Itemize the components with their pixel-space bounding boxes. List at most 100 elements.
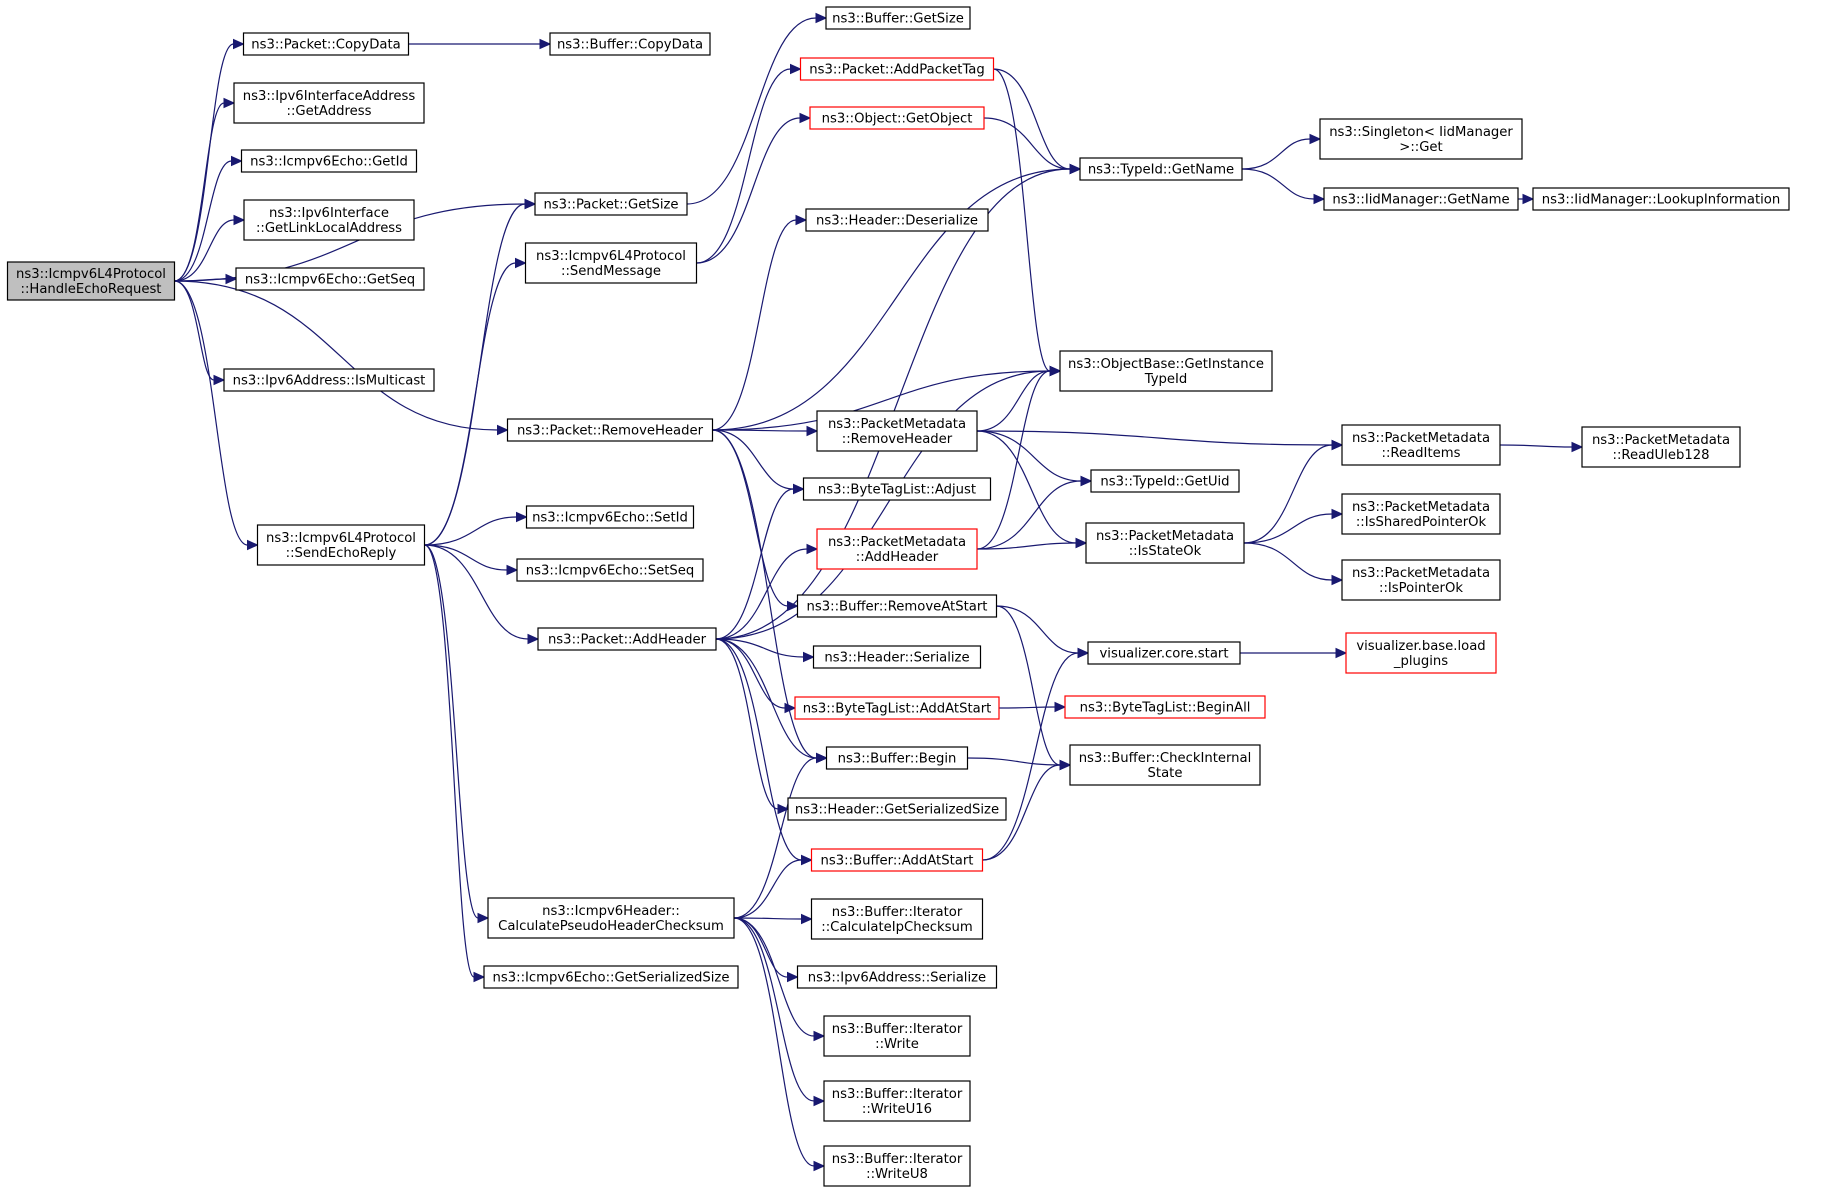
node-pm-removeheader[interactable]: ns3::PacketMetadata::RemoveHeader — [816, 410, 978, 452]
node-singleton-get[interactable]: ns3::Singleton< IidManager>::Get — [1319, 118, 1523, 160]
node-label: ::IsSharedPointerOk — [1356, 515, 1487, 530]
node-box — [1581, 426, 1741, 468]
node-label: ns3::Buffer::RemoveAtStart — [807, 600, 988, 615]
node-ipv6addr-ismulticast[interactable]: ns3::Ipv6Address::IsMulticast — [223, 368, 435, 392]
node-pkt-copydata[interactable]: ns3::Packet::CopyData — [242, 32, 410, 56]
node-buf-getsize[interactable]: ns3::Buffer::GetSize — [825, 6, 971, 30]
edge-line — [424, 544, 479, 919]
node-pm-readuleb128[interactable]: ns3::PacketMetadata::ReadUleb128 — [1581, 426, 1741, 468]
node-typeid-getuid[interactable]: ns3::TypeId::GetUid — [1090, 469, 1240, 493]
node-pm-ispointerok[interactable]: ns3::PacketMetadata::IsPointerOk — [1341, 559, 1501, 601]
node-pm-issharedpointerok[interactable]: ns3::PacketMetadata::IsSharedPointerOk — [1341, 493, 1501, 535]
node-buf-copydata[interactable]: ns3::Buffer::CopyData — [549, 32, 711, 56]
edge-line — [424, 544, 475, 978]
node-box — [240, 149, 418, 173]
arrow-head-icon — [787, 971, 799, 983]
node-buf-removeatstart[interactable]: ns3::Buffer::RemoveAtStart — [796, 594, 998, 618]
node-label: ns3::Icmpv6L4Protocol — [16, 267, 166, 282]
node-btl-beginall[interactable]: ns3::ByteTagList::BeginAll — [1064, 695, 1266, 719]
node-label: ::ReadItems — [1382, 446, 1461, 461]
arrow-head-icon — [1522, 193, 1535, 205]
node-viz-base-loadplugins[interactable]: visualizer.base.load_plugins — [1345, 632, 1497, 674]
node-label: ns3::Icmpv6Echo::GetId — [250, 155, 408, 170]
node-box — [223, 368, 435, 392]
arrow-head-icon — [1313, 193, 1326, 205]
node-viz-core-start[interactable]: visualizer.core.start — [1087, 641, 1241, 665]
edge-line — [967, 757, 1061, 766]
edge-buf_addatstart-to-viz_core_start — [982, 647, 1090, 861]
node-label: ns3::Buffer::Iterator — [832, 905, 963, 920]
node-hdr-getserialsize[interactable]: ns3::Header::GetSerializedSize — [787, 797, 1007, 821]
node-typeid-getname[interactable]: ns3::TypeId::GetName — [1079, 157, 1243, 181]
node-label: ns3::Buffer::Iterator — [832, 1087, 963, 1102]
edge-pkt_removeheader-to-hdr_deserialize — [712, 214, 808, 431]
node-pm-readitems[interactable]: ns3::PacketMetadata::ReadItems — [1341, 424, 1501, 466]
node-echo-getseq[interactable]: ns3::Icmpv6Echo::GetSeq — [235, 267, 425, 291]
node-echo-setseq[interactable]: ns3::Icmpv6Echo::SetSeq — [516, 558, 704, 582]
node-btl-addatstart[interactable]: ns3::ByteTagList::AddAtStart — [794, 696, 1000, 720]
node-echo-getid[interactable]: ns3::Icmpv6Echo::GetId — [240, 149, 418, 173]
node-label: ns3::ByteTagList::BeginAll — [1080, 701, 1251, 716]
node-buf-addatstart[interactable]: ns3::Buffer::AddAtStart — [810, 848, 984, 872]
node-pkt-getsize[interactable]: ns3::Packet::GetSize — [534, 192, 688, 216]
node-bufit-writeu8[interactable]: ns3::Buffer::Iterator::WriteU8 — [823, 1145, 971, 1187]
node-pkt-removeheader[interactable]: ns3::Packet::RemoveHeader — [506, 418, 714, 442]
node-buf-begin[interactable]: ns3::Buffer::Begin — [825, 746, 969, 770]
arrow-head-icon — [1059, 759, 1072, 771]
node-box — [242, 32, 410, 56]
node-hdr-deserialize[interactable]: ns3::Header::Deserialize — [805, 208, 989, 232]
node-ipv6if-getlinklocal[interactable]: ns3::Ipv6Interface::GetLinkLocalAddress — [243, 199, 415, 241]
node-bufit-writeu16[interactable]: ns3::Buffer::Iterator::WriteU16 — [823, 1080, 971, 1122]
node-box — [1090, 469, 1240, 493]
node-bufit-write[interactable]: ns3::Buffer::Iterator::Write — [823, 1015, 971, 1057]
node-pm-addheader[interactable]: ns3::PacketMetadata::AddHeader — [816, 528, 978, 570]
edge-calcpseudo-to-bufit_writeu16 — [733, 917, 826, 1107]
arrow-head-icon — [815, 12, 828, 24]
node-iidmgr-getname[interactable]: ns3::IidManager::GetName — [1323, 187, 1519, 211]
node-calcpseudo[interactable]: ns3::Icmpv6Header::CalculatePseudoHeader… — [487, 897, 735, 939]
node-hdr-serialize[interactable]: ns3::Header::Serialize — [812, 645, 982, 669]
arrow-head-icon — [233, 214, 246, 226]
edge-pm_isstateok-to-pm_readitems — [1243, 439, 1344, 544]
node-box — [1341, 559, 1501, 601]
node-obj-getobject[interactable]: ns3::Object::GetObject — [809, 106, 985, 130]
node-box — [796, 965, 998, 989]
node-box — [1069, 744, 1261, 786]
edge-typeid_getname-to-singleton_get — [1241, 133, 1322, 170]
node-label: ns3::Buffer::CheckInternal — [1079, 751, 1252, 766]
node-btl-adjust[interactable]: ns3::ByteTagList::Adjust — [802, 477, 992, 501]
node-root[interactable]: ns3::Icmpv6L4Protocol::HandleEchoRequest — [6, 261, 176, 301]
node-label: ns3::IidManager::LookupInformation — [1542, 193, 1780, 208]
node-iidmgr-lookupinfo[interactable]: ns3::IidManager::LookupInformation — [1532, 187, 1790, 211]
node-ipv6ifaddr-getaddress[interactable]: ns3::Ipv6InterfaceAddress::GetAddress — [233, 82, 425, 124]
edge-sendechoreply-to-pkt_addheader — [424, 544, 540, 645]
node-pm-isstateok[interactable]: ns3::PacketMetadata::IsStateOk — [1085, 522, 1245, 564]
node-sendmessage[interactable]: ns3::Icmpv6L4Protocol::SendMessage — [524, 242, 698, 284]
edge-line — [982, 764, 1061, 861]
node-box — [816, 410, 978, 452]
node-pkt-addheader[interactable]: ns3::Packet::AddHeader — [537, 627, 717, 651]
arrow-head-icon — [1054, 701, 1067, 713]
arrow-head-icon — [1331, 508, 1344, 520]
edge-line — [993, 68, 1071, 170]
node-box — [506, 418, 714, 442]
node-label: ns3::Ipv6Address::Serialize — [808, 971, 986, 986]
node-label: ns3::TypeId::GetName — [1088, 163, 1234, 178]
node-sendechoreply[interactable]: ns3::Icmpv6L4Protocol::SendEchoReply — [256, 524, 426, 566]
node-label: ns3::Object::GetObject — [822, 112, 973, 127]
edge-calcpseudo-to-bufit_writeu8 — [733, 917, 826, 1172]
node-bufit-calcipchecksum[interactable]: ns3::Buffer::Iterator::CalculateIpChecks… — [810, 898, 984, 940]
node-label: ::ReadUleb128 — [1613, 448, 1710, 463]
edge-line — [733, 859, 802, 919]
arrow-head-icon — [806, 425, 819, 437]
node-box — [1087, 641, 1241, 665]
node-echo-getserialsize[interactable]: ns3::Icmpv6Echo::GetSerializedSize — [483, 965, 739, 989]
node-ipv6addr-serialize[interactable]: ns3::Ipv6Address::Serialize — [796, 965, 998, 989]
arrow-head-icon — [813, 1030, 826, 1042]
node-echo-setid[interactable]: ns3::Icmpv6Echo::SetId — [525, 505, 695, 529]
arrow-head-icon — [793, 483, 805, 495]
arrow-head-icon — [477, 912, 490, 924]
node-pkt-addpackettag[interactable]: ns3::Packet::AddPacketTag — [799, 57, 995, 81]
